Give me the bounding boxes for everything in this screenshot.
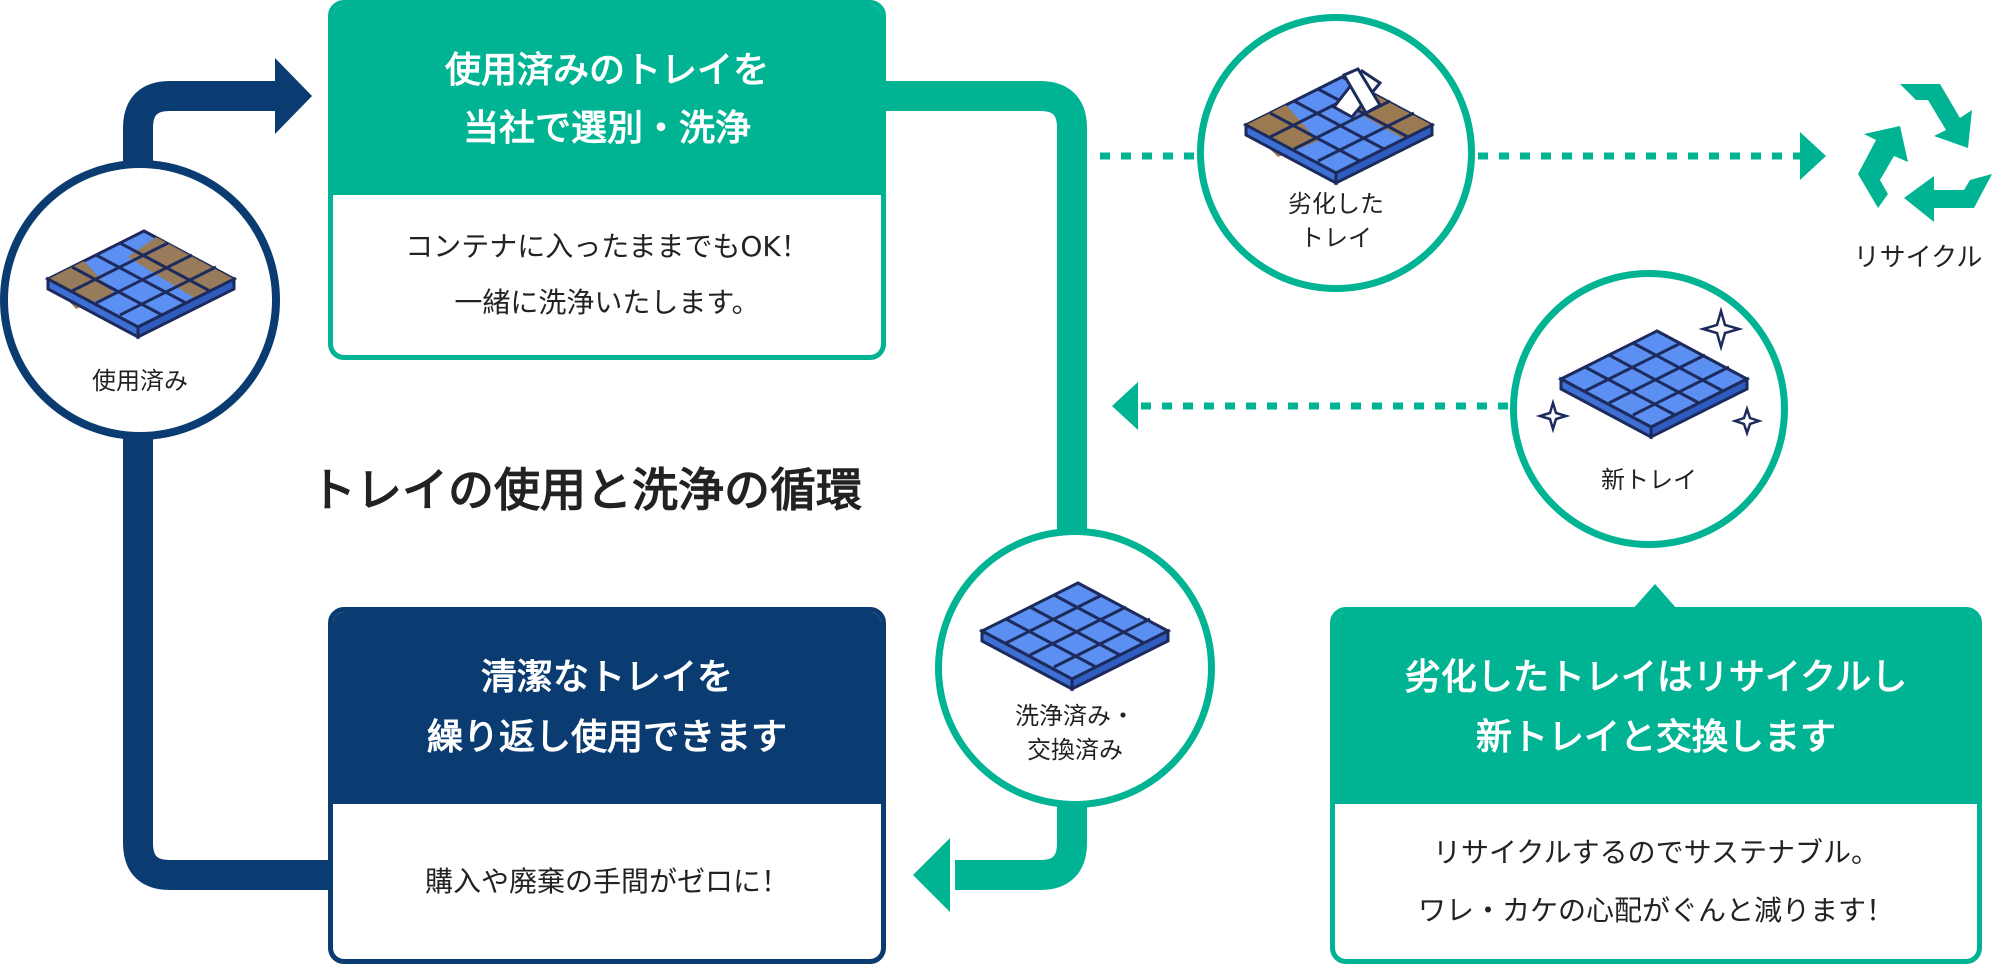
- broken-tray-icon: [1242, 67, 1436, 186]
- sparkle-icon: [1535, 306, 1763, 437]
- recycle-box-body: リサイクルするのでサステナブル。 ワレ・カケの心配がぐんと減ります！: [1417, 835, 1894, 927]
- diagram-title: トレイの使用と洗浄の循環: [310, 463, 862, 517]
- recycle-icon: [1858, 84, 1992, 222]
- used-tray-label: 使用済み: [92, 367, 188, 395]
- callout-pointer: [1632, 584, 1678, 610]
- wash-box: 使用済みのトレイを 当社で選別・洗浄 コンテナに入ったままでもOK！ 一緒に洗浄…: [328, 0, 886, 360]
- reuse-box-heading: 清潔なトレイを 繰り返し使用できます: [333, 612, 881, 804]
- new-tray-label: 新トレイ: [1601, 466, 1697, 494]
- teal-arrowhead: [913, 838, 950, 912]
- reuse-box-body: 購入や廃棄の手間がゼロに！: [424, 864, 789, 898]
- crack-icon: [1331, 67, 1383, 119]
- new-tray-arrowhead: [1112, 382, 1138, 430]
- recycle-arrowhead: [1800, 132, 1826, 180]
- cleaned-tray-circle: 洗浄済み・ 交換済み: [935, 528, 1215, 808]
- reuse-box: 清潔なトレイを 繰り返し使用できます 購入や廃棄の手間がゼロに！: [328, 607, 886, 964]
- recycle-label: リサイクル: [1853, 243, 1983, 273]
- used-tray-circle: 使用済み: [0, 160, 280, 440]
- cleaned-tray-label: 洗浄済み・ 交換済み: [1015, 702, 1135, 764]
- degraded-tray-circle: 劣化した トレイ: [1197, 14, 1475, 292]
- degraded-tray-label: 劣化した トレイ: [1288, 190, 1384, 252]
- navy-loop-arrow: [123, 81, 332, 890]
- dirty-tray-icon: [44, 229, 238, 340]
- clean-tray-icon: [978, 581, 1172, 692]
- recycle-box: 劣化したトレイはリサイクルし 新トレイと交換します リサイクルするのでサステナブ…: [1330, 607, 1982, 964]
- new-tray-circle: 新トレイ: [1510, 270, 1788, 548]
- teal-loop-arrow: [885, 81, 1087, 890]
- wash-box-heading: 使用済みのトレイを 当社で選別・洗浄: [333, 5, 881, 195]
- navy-arrowhead: [275, 58, 312, 134]
- new-tray-icon: [1535, 306, 1763, 440]
- recycle-box-heading: 劣化したトレイはリサイクルし 新トレイと交換します: [1335, 612, 1977, 804]
- wash-box-body: コンテナに入ったままでもOK！ 一緒に洗浄いたします。: [405, 230, 809, 319]
